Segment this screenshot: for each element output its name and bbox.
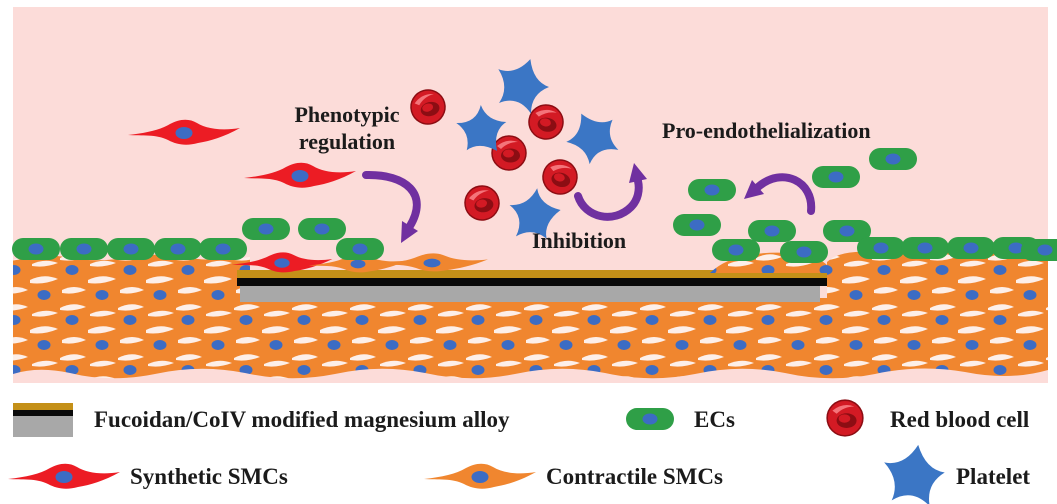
ec-cell — [712, 239, 760, 261]
legend-label-contractile-smcs: Contractile SMCs — [546, 464, 723, 489]
ec-cell — [857, 237, 905, 259]
tissue-left-block — [13, 254, 250, 312]
pro-endothelialization-label: Pro-endothelialization — [662, 118, 871, 143]
pro-endo-arrowhead-icon — [744, 180, 764, 199]
process-arrows — [362, 170, 816, 230]
red-blood-cell-icon — [826, 399, 864, 437]
ec-cell — [812, 166, 860, 188]
legend-label-synthetic-smcs: Synthetic SMCs — [130, 464, 288, 489]
legend-label-implant: Fucoidan/CoIV modified magnesium alloy — [94, 407, 510, 432]
ec-cell — [199, 238, 247, 260]
red-blood-cell — [491, 135, 527, 171]
tissue-base — [13, 298, 1048, 379]
ec-cell — [154, 238, 202, 260]
pro-endothelialization-arrow — [754, 173, 816, 215]
ec-cell — [780, 241, 828, 263]
phenotypic-arrowhead-icon — [401, 221, 418, 243]
phenotypic-regulation-label: Phenotypic regulation — [294, 102, 400, 154]
ec-cell — [673, 214, 721, 236]
legend-label-red-blood-cell: Red blood cell — [890, 407, 1030, 432]
ec-cell — [869, 148, 917, 170]
ec-cell — [336, 238, 384, 260]
ec-cell — [12, 238, 60, 260]
ec-cell — [60, 238, 108, 260]
synthetic-smc-icon — [8, 463, 120, 489]
tissue-right-block — [827, 246, 1048, 312]
inhibition-arrowhead-icon — [629, 163, 647, 183]
ec-cell — [107, 238, 155, 260]
smc-tissue-layer — [13, 254, 1048, 379]
ec-cell — [298, 218, 346, 240]
process-arrowheads — [401, 163, 764, 243]
implant-fucoidan-coiv-layer — [237, 270, 828, 278]
legend-icons — [8, 399, 947, 504]
phenotypic-regulation-arrow — [362, 170, 421, 230]
implant-bar — [237, 270, 828, 302]
ec-cell — [688, 179, 736, 201]
inhibition-label: Inhibition — [532, 228, 627, 253]
ec-cell — [1021, 239, 1057, 261]
ec-cell — [242, 218, 290, 240]
legend-label-ecs: ECs — [694, 407, 735, 432]
implant-coating-layer — [237, 278, 828, 286]
platelet-icon — [880, 442, 947, 504]
ec-cell — [947, 237, 995, 259]
ec-cell — [901, 237, 949, 259]
implant-swatch-icon — [13, 403, 73, 437]
ec-cell — [748, 220, 796, 242]
legend-label-platelet: Platelet — [956, 464, 1031, 489]
implant-magnesium-layer — [240, 286, 820, 302]
contractile-smc-icon — [424, 463, 536, 489]
ec-cell-icon — [626, 408, 674, 430]
inhibition-arrow — [574, 177, 643, 221]
